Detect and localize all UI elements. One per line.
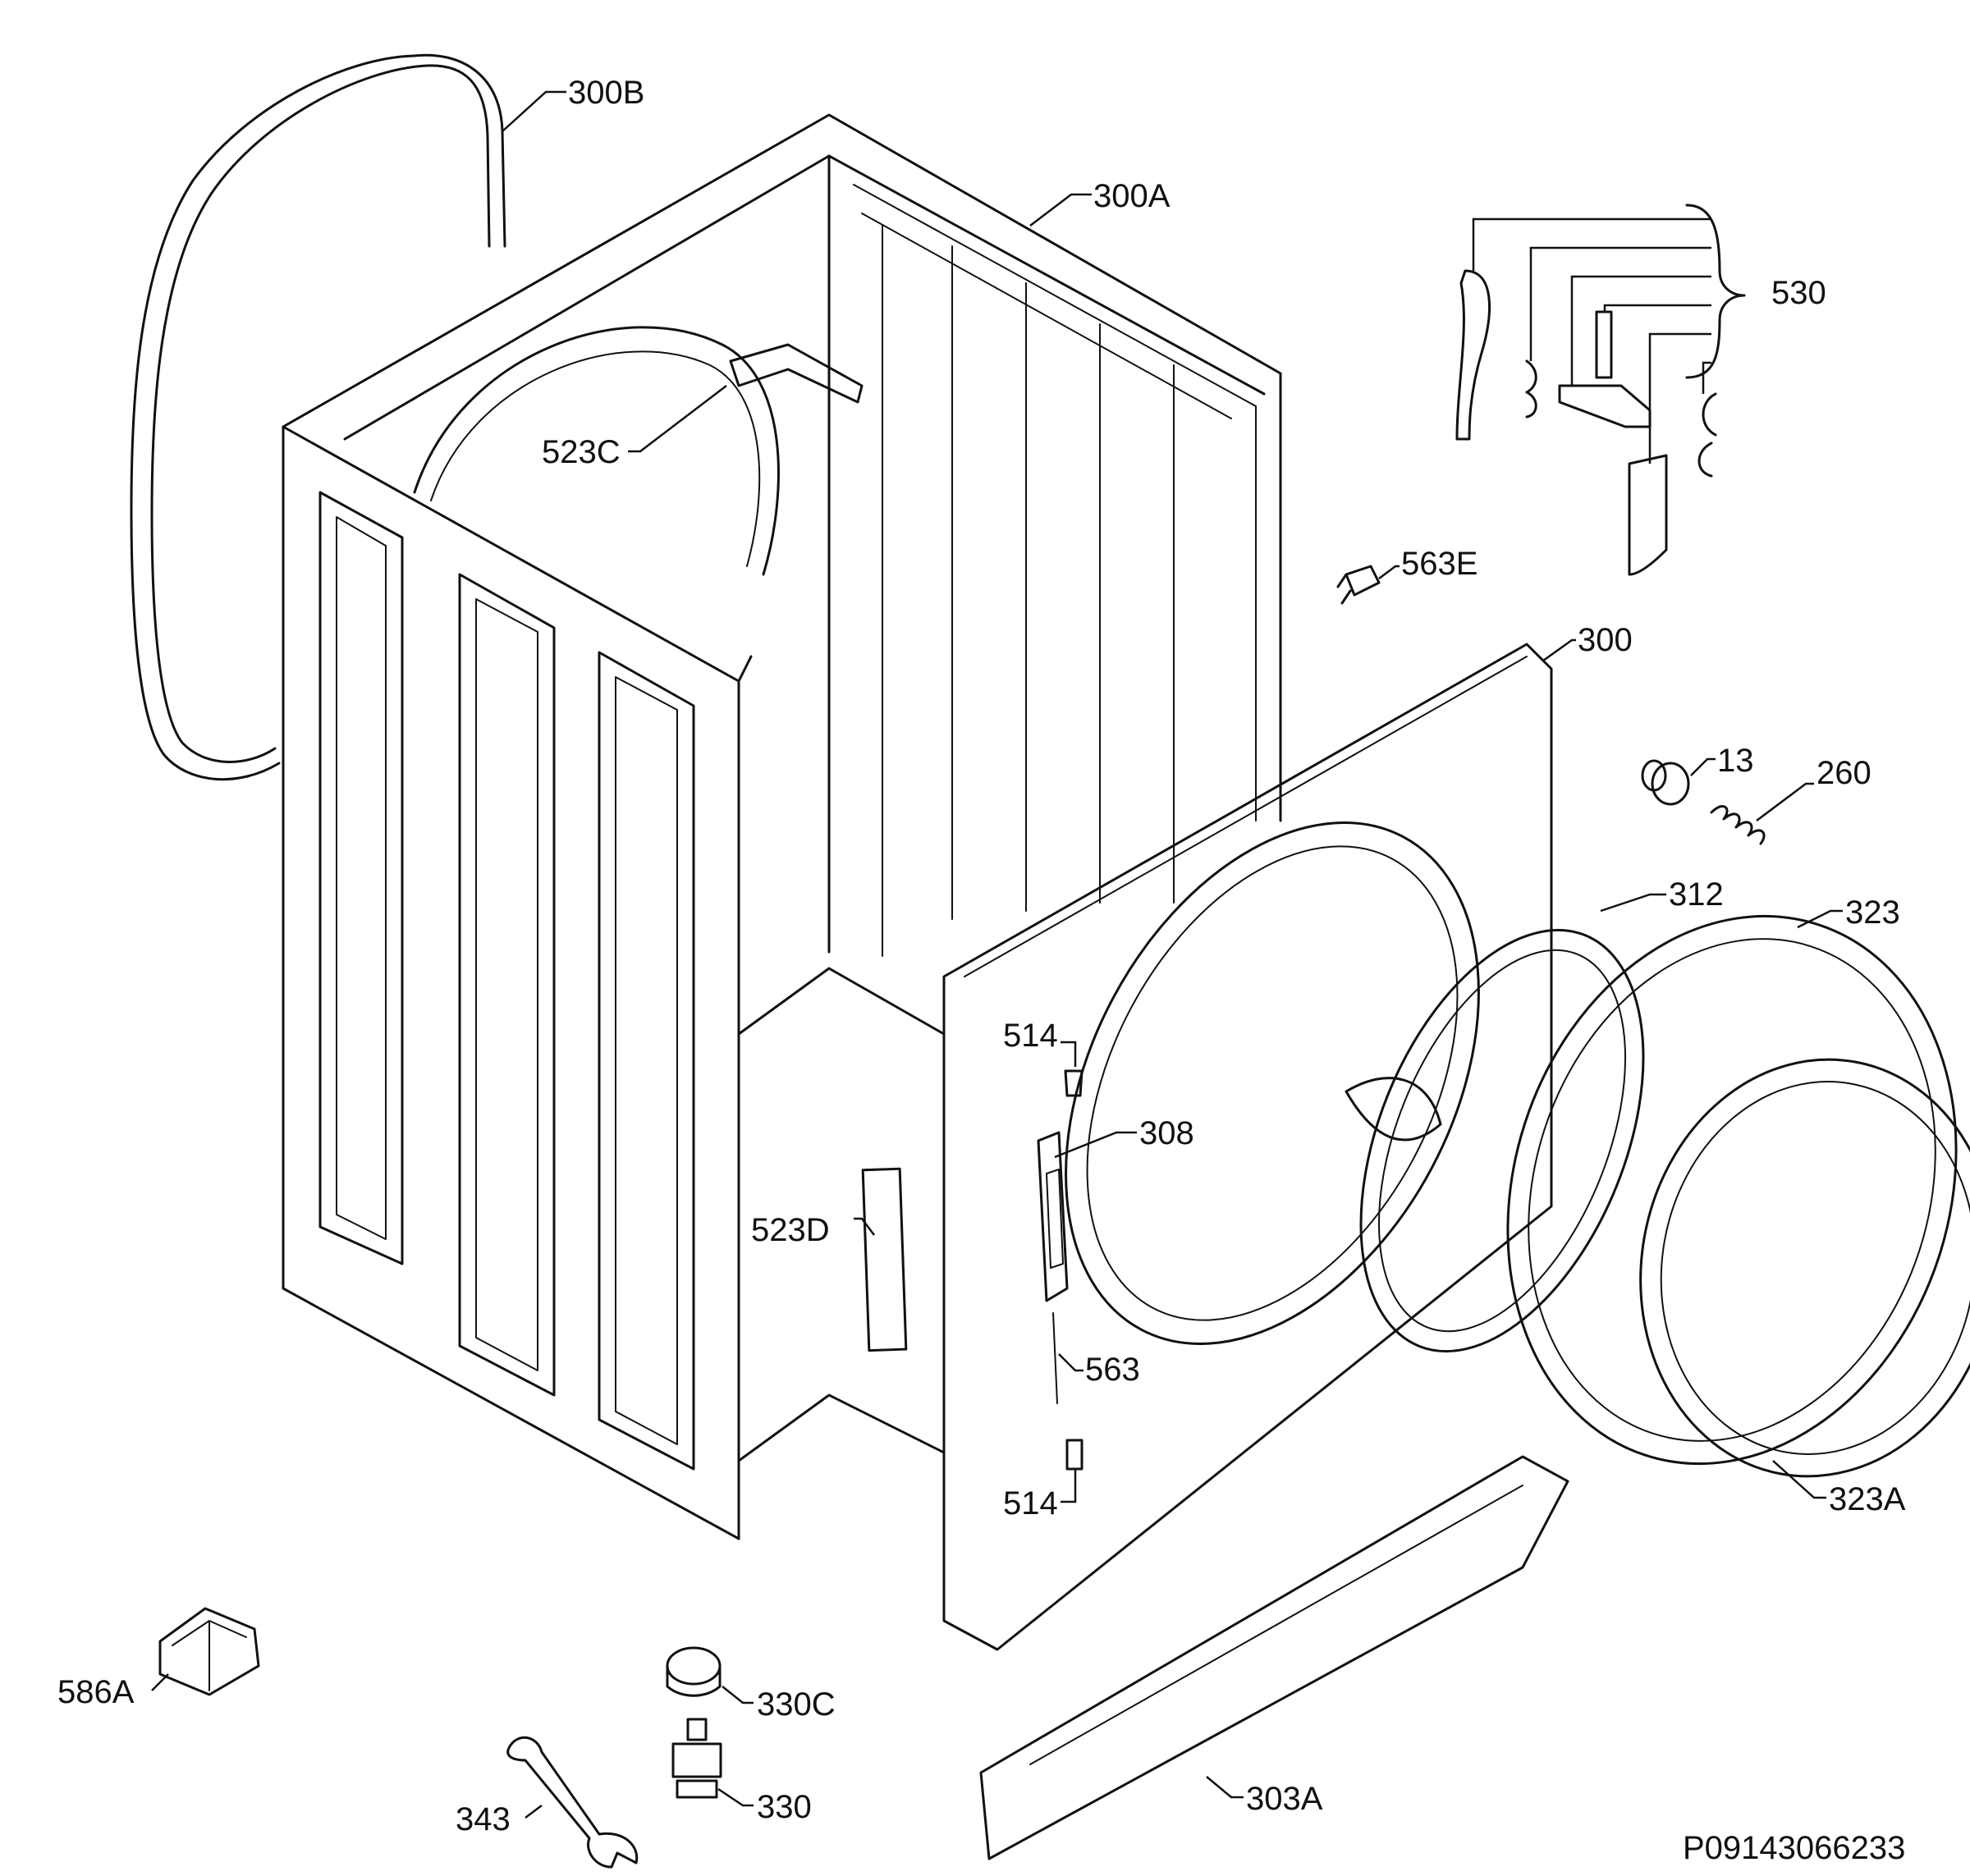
label-312: 312 bbox=[1669, 876, 1724, 913]
label-330C: 330C bbox=[757, 1686, 836, 1723]
drawing-code: P09143066233 bbox=[1683, 1830, 1905, 1866]
label-530: 530 bbox=[1771, 275, 1826, 311]
part-312-inner-door-ring bbox=[1345, 928, 1645, 1353]
label-563: 563 bbox=[1085, 1352, 1140, 1388]
label-330: 330 bbox=[757, 1789, 812, 1825]
label-323: 323 bbox=[1845, 895, 1900, 931]
label-260: 260 bbox=[1817, 755, 1872, 791]
label-308: 308 bbox=[1139, 1115, 1194, 1151]
label-514-bottom: 514 bbox=[1003, 1485, 1058, 1521]
part-323-outer-door-ring bbox=[1506, 914, 1958, 1466]
part-586A-module bbox=[158, 1607, 260, 1696]
label-13: 13 bbox=[1717, 743, 1754, 779]
leader-lines bbox=[151, 90, 1843, 1819]
part-563E-switch bbox=[1336, 565, 1381, 605]
part-330C-nut bbox=[666, 1646, 722, 1697]
label-343: 343 bbox=[456, 1801, 511, 1837]
label-300A: 300A bbox=[1093, 178, 1171, 214]
part-300A-cabinet bbox=[282, 113, 1282, 1540]
part-530-hinge-set bbox=[1455, 204, 1746, 576]
part-300-front-panel bbox=[942, 643, 1553, 1651]
part-303A-plinth bbox=[979, 1455, 1569, 1860]
part-323A-door-glass-frame bbox=[1639, 1058, 1970, 1478]
part-300B-seal-frame bbox=[130, 53, 506, 781]
label-586A: 586A bbox=[57, 1674, 135, 1710]
label-563E: 563E bbox=[1401, 546, 1478, 582]
label-300B: 300B bbox=[568, 75, 644, 111]
label-523D: 523D bbox=[751, 1212, 830, 1248]
part-13-bushing bbox=[1641, 759, 1690, 806]
part-labels: 300B 300A 523C 530 563E 300 13 260 312 3… bbox=[57, 75, 1906, 1837]
label-300: 300 bbox=[1578, 622, 1633, 658]
label-323A: 323A bbox=[1829, 1481, 1906, 1517]
part-330-fitting bbox=[671, 1718, 722, 1799]
label-523C: 523C bbox=[542, 434, 621, 470]
part-343-wrench bbox=[506, 1736, 639, 1869]
part-260-spring bbox=[1710, 805, 1766, 845]
label-514-top: 514 bbox=[1003, 1018, 1058, 1054]
label-303A: 303A bbox=[1246, 1781, 1323, 1817]
